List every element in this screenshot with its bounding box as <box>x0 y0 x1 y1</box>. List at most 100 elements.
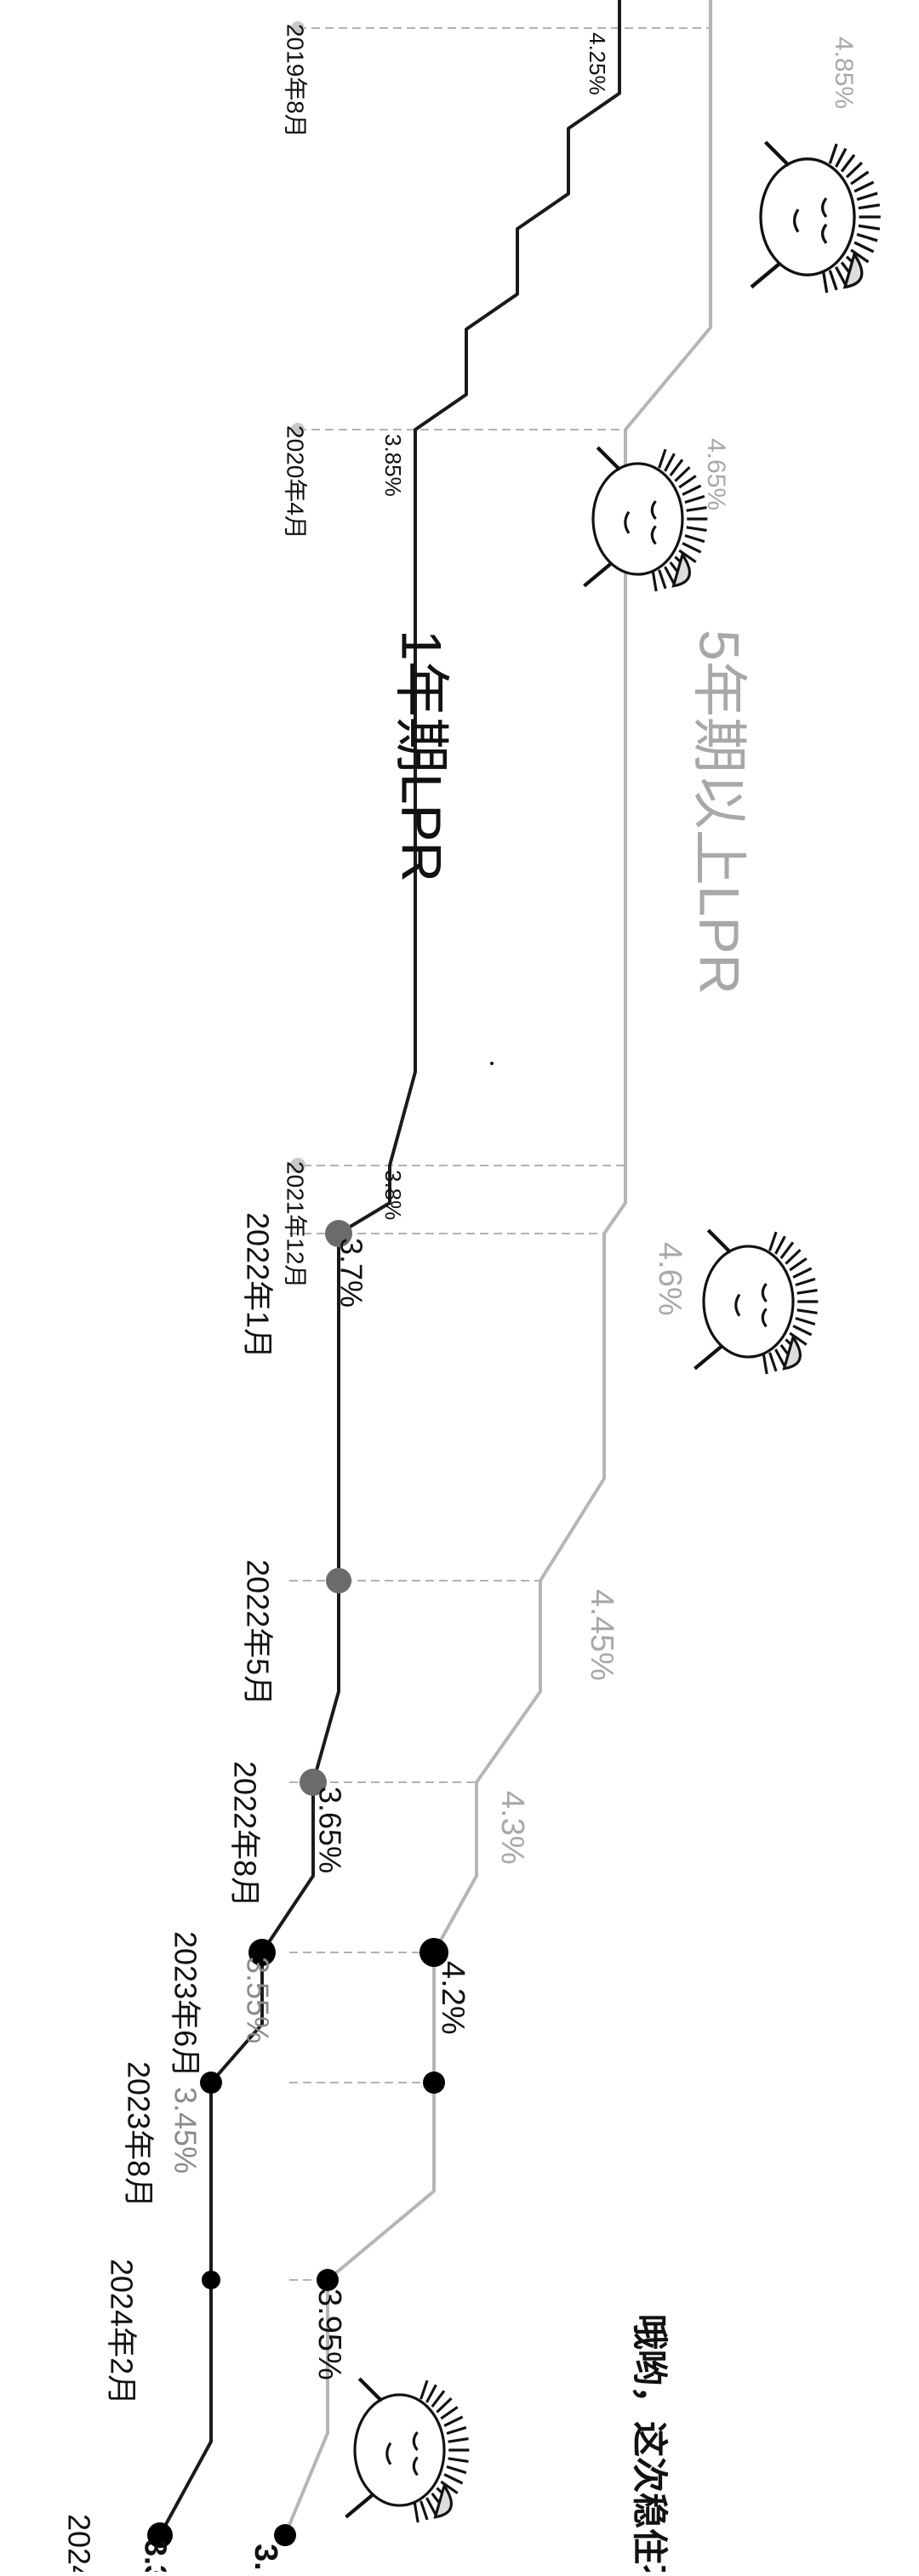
mouth <box>385 2442 392 2465</box>
spike <box>440 2406 459 2420</box>
series-line-one-year <box>158 0 621 2536</box>
hedgehog-cartoon <box>694 1228 819 1375</box>
limbs <box>750 140 791 289</box>
value-label-one-year: 3.7% <box>334 1238 368 1308</box>
annotation-text: 哦哟，这次稳住不动啦 <box>630 2314 670 2572</box>
spike <box>684 533 705 544</box>
value-label-one-year: 3.85% <box>380 434 406 497</box>
spike <box>431 2390 446 2408</box>
spike <box>682 484 702 496</box>
event-date-label: 2024年7月 <box>61 2514 96 2572</box>
spike <box>785 1248 802 1265</box>
event-date-label: 2022年5月 <box>240 1559 275 1706</box>
spike <box>420 2379 429 2400</box>
value-label-five-year: 3.85% <box>248 2544 283 2572</box>
spike <box>768 1231 778 1251</box>
event-dot <box>202 2271 220 2289</box>
spike <box>856 232 878 242</box>
mouth <box>734 1293 741 1317</box>
event-dot <box>291 21 305 35</box>
event-date-label: 2022年8月 <box>227 1761 262 1907</box>
hedgehog-cartoon <box>345 2377 470 2523</box>
spike <box>792 1267 813 1279</box>
body <box>591 462 684 576</box>
spike <box>828 270 838 291</box>
value-label-five-year: 4.6% <box>652 1242 688 1316</box>
spike <box>443 2473 464 2485</box>
spike <box>795 1277 816 1287</box>
spike <box>835 266 848 287</box>
body <box>353 2393 446 2507</box>
closed-eyes <box>820 197 828 244</box>
series-label-five-year: 5年期以上LPR <box>688 630 751 994</box>
event-dot-five-year <box>274 2524 296 2546</box>
value-label-five-year: 3.95% <box>311 2288 347 2380</box>
cap <box>671 551 691 588</box>
spike <box>774 1348 786 1368</box>
value-label-five-year: 4.85% <box>830 37 858 109</box>
spike <box>436 2396 453 2414</box>
event-dot-five-year <box>317 2269 339 2291</box>
series-label-one-year: 1年期LPR <box>391 630 454 882</box>
event-dot <box>147 2522 173 2548</box>
event-date-label: 2023年8月 <box>121 2061 156 2208</box>
value-label-one-year: 4.25% <box>585 32 610 95</box>
body <box>759 157 856 276</box>
event-date-label: 2022年1月 <box>240 1212 275 1359</box>
spike <box>420 2500 429 2521</box>
body <box>702 1245 795 1359</box>
value-label-one-year: 3.65% <box>312 1787 347 1873</box>
spike <box>682 542 702 554</box>
spike <box>425 2497 437 2516</box>
spike <box>858 224 881 231</box>
event-dot <box>291 423 305 436</box>
spike <box>795 1316 816 1326</box>
spike <box>686 526 707 533</box>
event-dot-five-year <box>423 2072 445 2094</box>
spike <box>446 2465 467 2475</box>
spike <box>828 143 838 164</box>
event-date-label: 2020年4月 <box>283 425 309 539</box>
spike <box>853 241 875 254</box>
cap <box>842 251 864 289</box>
spike <box>678 475 697 489</box>
closed-eyes <box>412 2431 419 2476</box>
event-dot <box>248 1939 276 1966</box>
closed-eyes <box>761 1283 768 1328</box>
limbs <box>583 446 621 588</box>
event-date-label: 2019年8月 <box>283 24 309 138</box>
hedgehog-cartoon <box>583 446 708 592</box>
spike <box>669 459 684 476</box>
value-label-one-year: 3.35% <box>138 2539 173 2572</box>
spike <box>796 1308 818 1315</box>
spike <box>840 154 856 173</box>
spike <box>835 147 848 168</box>
event-date-label: 2024年2月 <box>104 2259 139 2405</box>
spike <box>664 566 676 585</box>
spike <box>762 1354 768 1375</box>
spike <box>448 2436 469 2443</box>
event-dot <box>290 1158 305 1173</box>
value-label-one-year: 3.55% <box>240 1957 275 2043</box>
spike <box>856 191 878 202</box>
spike <box>768 1352 778 1372</box>
spike <box>658 448 667 469</box>
cap <box>433 2482 453 2519</box>
spike <box>853 180 875 193</box>
spike <box>858 203 881 210</box>
spike <box>448 2457 469 2464</box>
mouth <box>792 208 800 233</box>
value-label-one-year: 3.45% <box>168 2087 203 2174</box>
spike <box>686 505 707 512</box>
spike <box>792 1325 813 1336</box>
value-label-five-year: 4.45% <box>584 1589 619 1681</box>
limbs <box>694 1228 732 1371</box>
spike <box>845 162 864 179</box>
event-dot <box>325 1220 352 1247</box>
event-date-label: 2023年6月 <box>168 1931 203 2077</box>
spike <box>446 2425 467 2436</box>
event-dot-five-year <box>420 1938 448 1967</box>
hedgehog-cartoon <box>750 140 881 294</box>
